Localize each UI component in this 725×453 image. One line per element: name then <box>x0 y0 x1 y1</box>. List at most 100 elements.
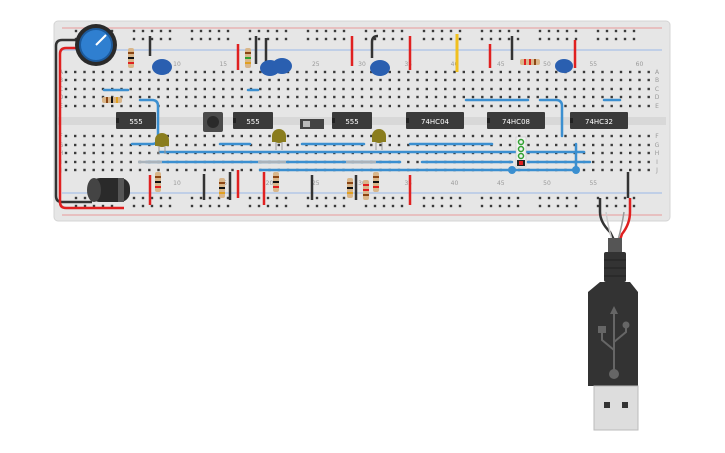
led <box>272 129 286 150</box>
breadboard-hole <box>601 70 604 74</box>
breadboard-hole <box>516 196 520 200</box>
breadboard-hole <box>582 70 586 74</box>
breadboard-hole <box>444 87 447 91</box>
electrolytic-capacitor-icon[interactable] <box>87 178 130 202</box>
row-letter-right: I <box>656 159 658 166</box>
breadboard-hole <box>74 151 77 155</box>
breadboard-hole <box>498 37 502 41</box>
breadboard-hole <box>185 95 188 99</box>
breadboard-hole <box>507 204 511 208</box>
breadboard-hole <box>175 70 179 74</box>
breadboard-hole <box>360 104 364 108</box>
breadboard-hole <box>129 160 132 164</box>
breadboard-hole <box>266 196 270 200</box>
row-letter-left: A <box>59 69 64 76</box>
breadboard-hole <box>175 168 179 172</box>
chip-label: 555 <box>129 118 142 126</box>
resistor <box>347 178 353 198</box>
breadboard-hole <box>231 87 234 91</box>
breadboard-hole <box>638 160 641 164</box>
breadboard-hole <box>111 134 114 138</box>
breadboard-hole <box>453 78 456 82</box>
pushbutton-icon[interactable] <box>203 112 223 132</box>
breadboard-hole <box>249 134 253 138</box>
breadboard-hole <box>564 95 567 99</box>
breadboard-hole <box>148 78 151 82</box>
breadboard-hole <box>333 95 336 99</box>
breadboard-hole <box>101 151 105 155</box>
breadboard-hole <box>138 134 142 138</box>
breadboard-hole <box>555 78 558 82</box>
chip-555-1[interactable]: 555 <box>116 112 156 129</box>
breadboard-hole <box>64 104 68 108</box>
breadboard-hole <box>555 104 558 108</box>
breadboard-hole <box>222 87 225 91</box>
chip-74hc08[interactable]: 74HC08 <box>487 112 545 129</box>
potentiometer-icon[interactable] <box>75 24 117 66</box>
breadboard-hole <box>101 160 105 164</box>
breadboard-hole <box>203 87 206 91</box>
breadboard-hole <box>556 204 560 208</box>
breadboard-hole <box>449 29 453 33</box>
breadboard-hole <box>370 87 373 91</box>
breadboard-hole <box>101 70 105 74</box>
breadboard-hole <box>342 134 345 138</box>
breadboard-hole <box>632 29 636 33</box>
column-number-top: 40 <box>451 61 459 68</box>
breadboard-hole <box>388 104 391 108</box>
breadboard-hole <box>360 87 364 91</box>
breadboard-hole <box>64 87 68 91</box>
row-letter-right: G <box>655 142 660 149</box>
column-number-bottom: 30 <box>358 180 366 187</box>
slide-switch-icon[interactable] <box>300 119 324 129</box>
breadboard-hole <box>157 78 160 82</box>
breadboard-hole <box>351 78 354 82</box>
breadboard-hole <box>132 29 136 33</box>
breadboard-hole <box>286 95 290 99</box>
breadboard-hole <box>148 104 151 108</box>
breadboard-hole <box>422 37 426 41</box>
breadboard-hole <box>92 151 95 155</box>
breadboard-hole <box>545 95 549 99</box>
breadboard-hole <box>388 87 391 91</box>
breadboard-hole <box>259 78 262 82</box>
breadboard-hole <box>458 29 462 33</box>
breadboard-hole <box>480 196 484 200</box>
breadboard-hole <box>516 37 520 41</box>
chip-555-2[interactable]: 555 <box>233 112 273 129</box>
breadboard-hole <box>440 204 444 208</box>
chip-74hc04[interactable]: 74HC04 <box>406 112 464 129</box>
breadboard-hole <box>324 196 328 200</box>
breadboard-hole <box>190 29 194 33</box>
chip-74hc32[interactable]: 74HC32 <box>570 112 628 129</box>
ceramic-capacitors <box>152 58 573 76</box>
breadboard-hole <box>536 78 539 82</box>
chip-label: 555 <box>246 118 259 126</box>
breadboard-hole <box>516 204 520 208</box>
breadboard-hole <box>257 29 261 33</box>
breadboard-hole <box>538 29 542 33</box>
chip-555-3[interactable]: 555 <box>332 112 372 129</box>
breadboard-hole <box>416 134 419 138</box>
breadboard-hole <box>555 143 558 147</box>
breadboard-hole <box>379 78 382 82</box>
breadboard-hole <box>199 29 203 33</box>
breadboard-hole <box>74 143 77 147</box>
capacitor-4 <box>370 60 390 76</box>
breadboard-hole <box>596 29 600 33</box>
breadboard-hole <box>342 70 345 74</box>
breadboard-hole <box>638 143 641 147</box>
breadboard-hole <box>619 70 623 74</box>
breadboard-hole <box>498 29 502 33</box>
breadboard-hole <box>370 134 373 138</box>
breadboard-hole <box>324 29 328 33</box>
breadboard-hole <box>314 104 317 108</box>
breadboard-hole <box>425 87 428 91</box>
breadboard-hole <box>471 70 475 74</box>
breadboard-hole <box>64 70 68 74</box>
breadboard-hole <box>565 196 569 200</box>
breadboard-hole <box>400 29 404 33</box>
breadboard-hole <box>240 70 243 74</box>
breadboard-hole <box>434 134 438 138</box>
breadboard-hole <box>462 78 465 82</box>
